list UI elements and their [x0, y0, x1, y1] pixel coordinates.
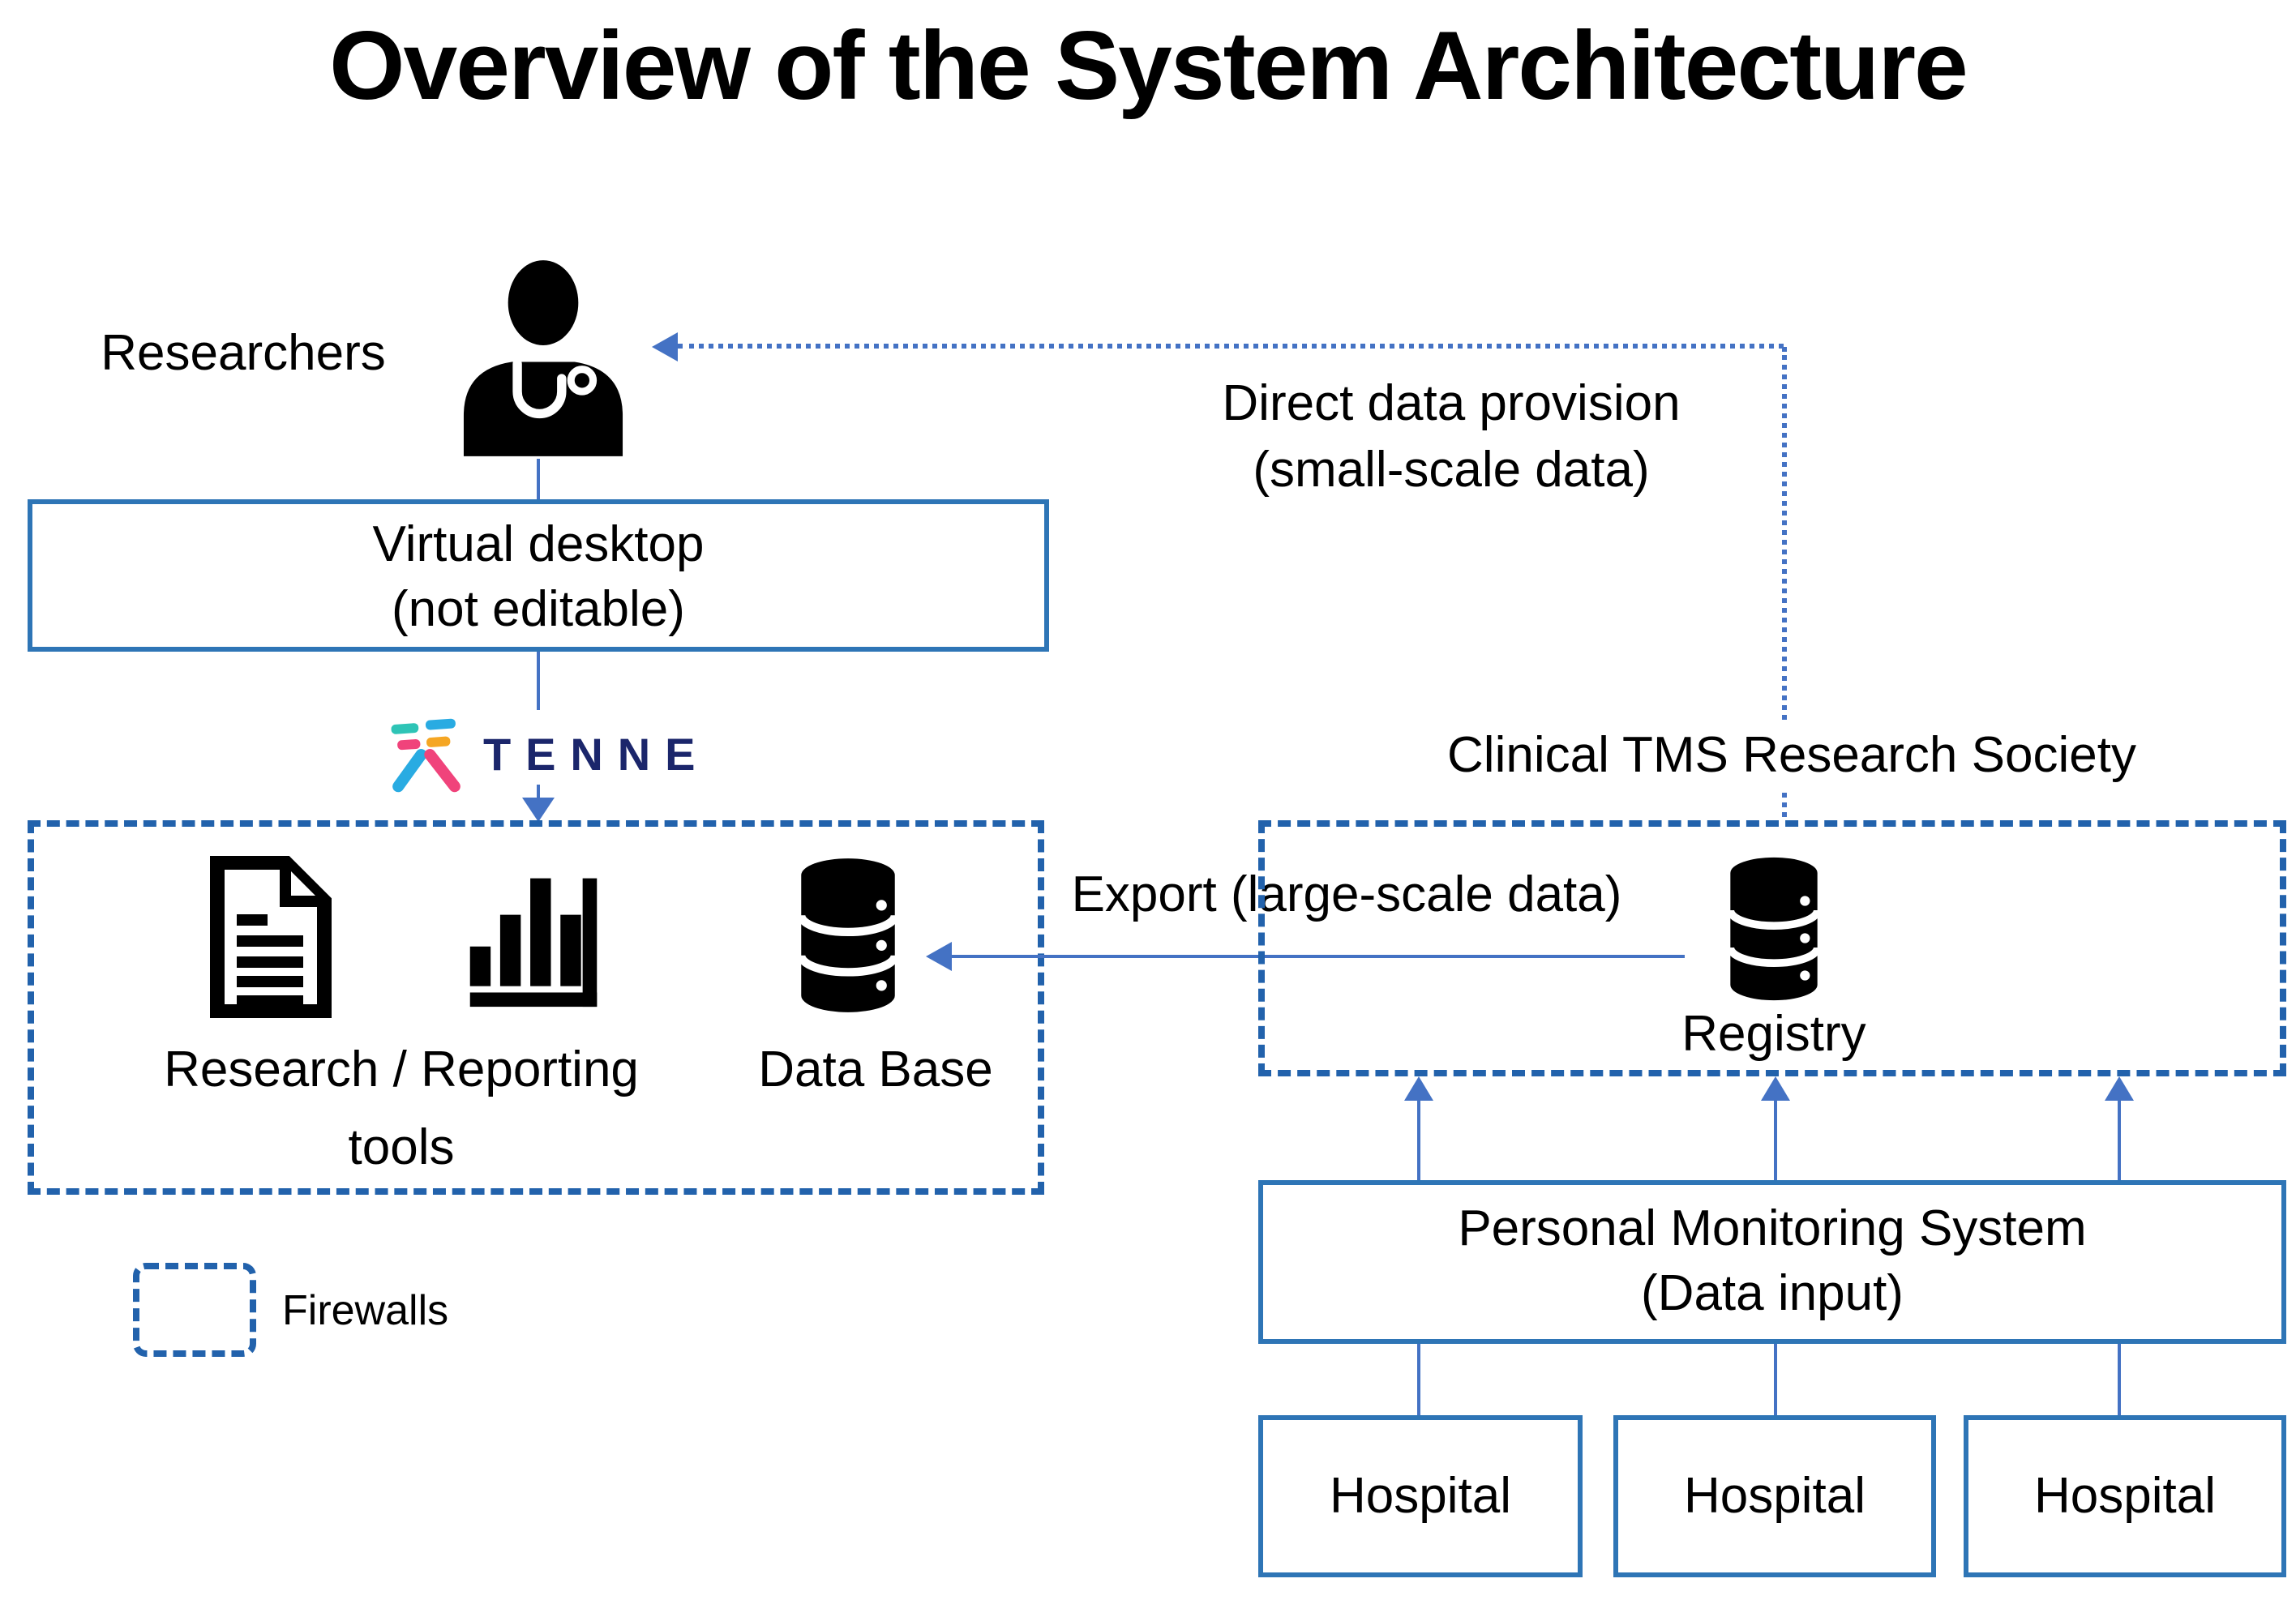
pms-registry-arrow-line-1: [1417, 1096, 1420, 1182]
registry-database-icon: [1724, 854, 1824, 1003]
document-icon: [204, 856, 334, 1018]
researchers-label: Researchers: [101, 324, 386, 381]
research-reporting-label-line2: tools: [348, 1119, 455, 1175]
tenne-logo-icon: [386, 713, 467, 794]
researcher-desktop-connector: [537, 459, 540, 499]
bar-chart-icon: [460, 866, 606, 1008]
export-label: Export (large-scale data): [1071, 866, 1622, 922]
firewall-legend-swatch: [133, 1263, 256, 1357]
export-arrow-line: [952, 955, 1685, 958]
hospital-pms-connector-2: [1774, 1344, 1777, 1415]
direct-provision-vertical-line: [1782, 347, 1787, 817]
direct-provision-label: Direct data provision (small-scale data): [1222, 374, 1681, 498]
tenne-wordmark: TENNE: [483, 729, 710, 780]
direct-provision-arrowhead-icon: [652, 332, 678, 361]
research-environment-firewall-box: [28, 820, 1044, 1195]
personal-monitoring-system-box: Personal Monitoring System (Data input): [1258, 1180, 2286, 1344]
pms-registry-arrow-line-2: [1774, 1096, 1777, 1182]
export-arrowhead-icon: [926, 942, 952, 971]
hospital-box-2: Hospital: [1613, 1415, 1936, 1577]
registry-label: Registry: [1681, 1005, 1866, 1062]
database-icon: [795, 854, 902, 1016]
tenne-downarrow-line: [537, 785, 540, 801]
database-label: Data Base: [758, 1041, 993, 1097]
doctor-icon: [451, 256, 636, 460]
hospital-pms-connector-3: [2118, 1344, 2121, 1415]
page-title: Overview of the System Architecture: [329, 11, 1968, 120]
society-label: Clinical TMS Research Society: [1297, 723, 2286, 788]
hospital-box-1: Hospital: [1258, 1415, 1583, 1577]
desktop-tenne-connector: [537, 652, 540, 710]
firewall-legend-label: Firewalls: [282, 1286, 449, 1334]
hospital-pms-connector-1: [1417, 1344, 1420, 1415]
research-reporting-label: Research / Reporting: [164, 1041, 639, 1097]
hospital-box-3: Hospital: [1964, 1415, 2286, 1577]
registry-firewall-box: [1258, 820, 2286, 1076]
direct-provision-dotted-line: [678, 344, 1784, 349]
tenne-downarrow-head-icon: [522, 798, 555, 822]
virtual-desktop-box: Virtual desktop (not editable): [28, 499, 1049, 652]
pms-registry-arrow-line-3: [2118, 1096, 2121, 1182]
